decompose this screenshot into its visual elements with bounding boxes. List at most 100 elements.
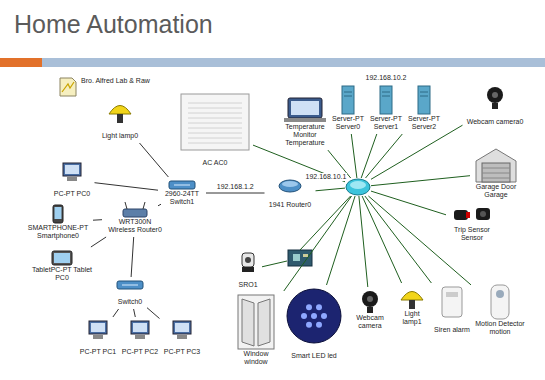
device-label: Smart LED led bbox=[290, 352, 338, 360]
device-label: PC-PT PC3 bbox=[163, 348, 201, 356]
gateway-wire bbox=[371, 191, 446, 215]
device-node: Server-PT Server2 bbox=[403, 83, 445, 133]
trip-icon bbox=[452, 204, 492, 226]
ip-address: 192.168.10.2 bbox=[365, 74, 408, 82]
network-link bbox=[134, 309, 136, 317]
device-label: 2960-24TT Switch1 bbox=[161, 190, 203, 206]
device-label: Window window bbox=[231, 350, 281, 366]
device-node: Garage Door Garage bbox=[471, 145, 521, 201]
home-gateway bbox=[346, 179, 370, 195]
led-icon bbox=[286, 288, 342, 344]
device-label: Webcam camera bbox=[345, 314, 395, 330]
server-icon bbox=[379, 85, 393, 115]
gateway-wire bbox=[351, 134, 357, 178]
gateway-wire bbox=[327, 196, 356, 285]
ip-address: 192.168.10.1 bbox=[305, 173, 348, 181]
gateway-wire bbox=[284, 196, 352, 291]
pc-icon bbox=[87, 320, 109, 340]
device-label: Light lamp0 bbox=[101, 132, 139, 140]
device-label: Light lamp1 bbox=[393, 310, 431, 326]
network-link bbox=[95, 183, 159, 191]
device-node: AC AC0 bbox=[178, 91, 252, 169]
device-label: Temperature Monitor Temperature bbox=[283, 123, 327, 147]
wrt-icon bbox=[122, 202, 148, 218]
device-node: PC-PT PC1 bbox=[77, 318, 120, 358]
device-node: PC-PT PC3 bbox=[161, 318, 204, 358]
device-label: PC-PT PC1 bbox=[79, 348, 117, 356]
device-node: Temperature Monitor Temperature bbox=[281, 95, 329, 149]
file-note: Bro. Alfred Lab & Raw bbox=[80, 77, 151, 85]
device-label: Trip Sensor Sensor bbox=[449, 226, 495, 242]
device-node: Light lamp0 bbox=[99, 98, 142, 142]
webcam-icon bbox=[484, 86, 506, 110]
network-link bbox=[140, 143, 169, 177]
network-link bbox=[131, 237, 134, 277]
device-label: PC-PT PC2 bbox=[121, 348, 159, 356]
device-node: SRO1 bbox=[235, 249, 261, 291]
device-node: Webcam camera bbox=[343, 288, 397, 332]
device-node: Webcam camera0 bbox=[464, 84, 527, 128]
device-label: Server-PT Server2 bbox=[405, 115, 443, 131]
device-label: AC AC0 bbox=[202, 159, 229, 167]
iot-board bbox=[288, 250, 312, 266]
device-label: Switch0 bbox=[117, 298, 144, 306]
gateway-wire bbox=[262, 261, 287, 267]
motion-icon bbox=[490, 284, 510, 320]
window-icon bbox=[237, 294, 275, 350]
device-label: Motion Detector motion bbox=[474, 320, 526, 336]
device-node: WRT300N Wireless Router0 bbox=[103, 200, 167, 236]
laptop-icon bbox=[283, 97, 327, 123]
alarm-icon bbox=[441, 286, 463, 318]
router-icon bbox=[278, 177, 302, 193]
device-label: Server-PT Server1 bbox=[367, 115, 405, 131]
device-node: Window window bbox=[229, 292, 283, 368]
pc-icon bbox=[129, 320, 151, 340]
siren-icon bbox=[238, 251, 258, 273]
device-label: TabletPC-PT Tablet PC0 bbox=[30, 266, 94, 282]
device-label: Garage Door Garage bbox=[473, 183, 519, 199]
device-node: PC-PT PC0 bbox=[51, 160, 94, 200]
device-node: PC-PT PC2 bbox=[119, 318, 162, 358]
pc-icon bbox=[61, 162, 83, 182]
garage-icon bbox=[474, 147, 518, 183]
device-node: Switch0 bbox=[114, 278, 146, 308]
gateway-wire bbox=[362, 196, 402, 283]
sw-icon bbox=[168, 180, 196, 190]
network-link bbox=[93, 219, 102, 221]
device-node: Server-PT Server0 bbox=[327, 83, 369, 133]
device-label: 1941 Router0 bbox=[268, 201, 312, 209]
device-node: Server-PT Server1 bbox=[365, 83, 407, 133]
network-link bbox=[206, 193, 265, 194]
gateway-wire bbox=[316, 188, 346, 191]
device-node: Motion Detector motion bbox=[472, 282, 528, 338]
note-icon bbox=[60, 78, 76, 96]
device-label: Siren alarm bbox=[433, 326, 471, 334]
title-bar bbox=[42, 58, 545, 67]
device-node: TabletPC-PT Tablet PC0 bbox=[28, 248, 96, 284]
network-link bbox=[113, 309, 119, 317]
tablet-icon bbox=[51, 250, 73, 266]
device-label: Webcam camera0 bbox=[466, 118, 525, 126]
server-icon bbox=[341, 85, 355, 115]
accent-bar bbox=[0, 58, 42, 67]
device-node: SMARTPHONE-PT Smartphone0 bbox=[24, 202, 92, 242]
gateway-wire bbox=[361, 134, 377, 178]
gateway-wire bbox=[371, 125, 463, 179]
server-icon bbox=[417, 85, 431, 115]
lamp-icon bbox=[106, 100, 134, 124]
pc-icon bbox=[171, 320, 193, 340]
device-label: WRT300N Wireless Router0 bbox=[105, 218, 165, 234]
network-link bbox=[91, 237, 106, 247]
device-node: Trip Sensor Sensor bbox=[447, 202, 497, 244]
sw-icon bbox=[116, 280, 144, 290]
device-label: SMARTPHONE-PT Smartphone0 bbox=[26, 224, 90, 240]
webcam-icon bbox=[359, 290, 381, 314]
device-node: Siren alarm bbox=[431, 284, 473, 336]
device-label: SRO1 bbox=[237, 281, 258, 289]
gateway-wire bbox=[371, 176, 470, 186]
device-label: PC-PT PC0 bbox=[53, 190, 91, 198]
lamp-icon bbox=[398, 286, 426, 310]
phone-icon bbox=[52, 204, 64, 224]
gateway-wire bbox=[359, 196, 368, 287]
